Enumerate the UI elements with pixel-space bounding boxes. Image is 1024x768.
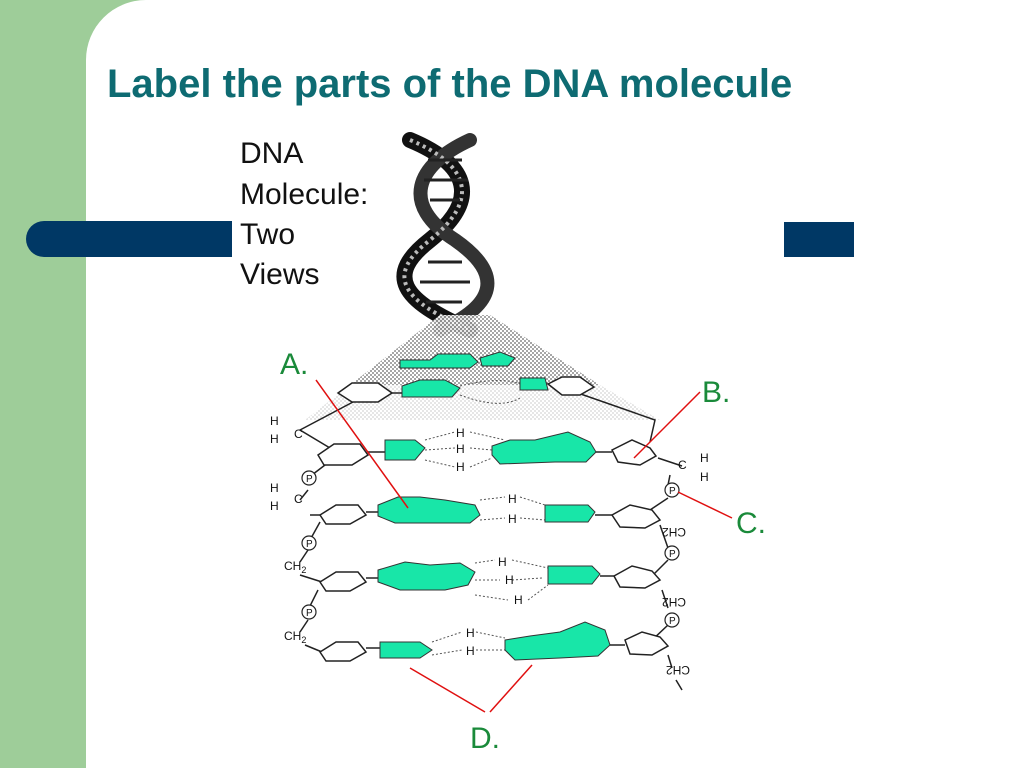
h-bond-label: H [456, 442, 465, 456]
phosphate-groups: P P P P P P [301, 470, 680, 628]
pointer-a [315, 379, 409, 509]
navy-accent-bar-right [782, 222, 854, 257]
atom-h-label: H [270, 414, 279, 428]
atom-h-label: H [700, 451, 709, 465]
h-bond-label: H [514, 593, 523, 607]
h-bond-label: H [508, 512, 517, 526]
h-bond-label: H [508, 492, 517, 506]
label-d: D. [470, 722, 500, 755]
base-pair-row-0 [399, 351, 516, 369]
sugar-phosphate-backbone-left [298, 392, 371, 653]
h-bond-label: H [456, 460, 465, 474]
atom-c-label: C [294, 427, 303, 441]
slide-title: Label the parts of the DNA molecule [107, 62, 793, 106]
phosphate-label: P [669, 486, 676, 497]
phosphate-label: P [669, 616, 676, 627]
h-bond-label: H [498, 555, 507, 569]
atom-h-label: H [270, 481, 279, 495]
caption-line-2: Molecule: [240, 178, 368, 211]
atom-ch2-label: CH2 [662, 525, 686, 539]
atom-c-label: C [294, 492, 303, 506]
phosphate-label: P [306, 539, 313, 550]
base-pair-row-4 [318, 559, 662, 601]
caption-line-4: Views [240, 258, 319, 291]
base-pair-row-3 [318, 496, 662, 529]
atom-ch2-label: CH2 [284, 629, 306, 645]
label-pointer-lines [315, 379, 733, 713]
atom-ch2-label: CH2 [666, 663, 690, 677]
h-bond-label: H [505, 573, 514, 587]
part-labels: A. B. C. D. [280, 348, 766, 755]
h-bond-label: H [466, 626, 475, 640]
label-b: B. [702, 376, 730, 409]
phosphate-label: P [669, 549, 676, 560]
pointer-d-right [489, 664, 533, 713]
label-c: C. [736, 507, 766, 540]
caption-line-1: DNA [240, 137, 303, 170]
pointer-d-left [409, 667, 486, 713]
backbone-atom-labels: H H C H H C CH2 CH2 C H H CH2 CH2 CH2 [270, 414, 709, 677]
atom-c-label: C [678, 458, 687, 472]
figure-caption: DNA Molecule: Two Views [240, 137, 368, 291]
base-pair-row-5 [318, 621, 670, 662]
base-pair-rungs [316, 351, 670, 662]
base-pair-row-1 [336, 376, 596, 404]
phosphate-label: P [306, 474, 313, 485]
atom-h-label: H [700, 470, 709, 484]
label-a: A. [280, 348, 308, 381]
atom-ch2-label: CH2 [284, 559, 306, 575]
pointer-c [677, 491, 733, 519]
figure-background [232, 130, 784, 750]
atom-h-label: H [270, 432, 279, 446]
h-bond-label: H [466, 644, 475, 658]
atom-ch2-label: CH2 [662, 595, 686, 609]
hydrogen-bond-labels: H H H H H H H H H H [456, 426, 523, 658]
h-bond-label: H [456, 426, 465, 440]
pointer-b [633, 391, 701, 459]
phosphate-label: P [306, 608, 313, 619]
navy-accent-bar-left [26, 221, 236, 257]
atom-h-label: H [270, 499, 279, 513]
caption-line-3: Two [240, 218, 295, 251]
